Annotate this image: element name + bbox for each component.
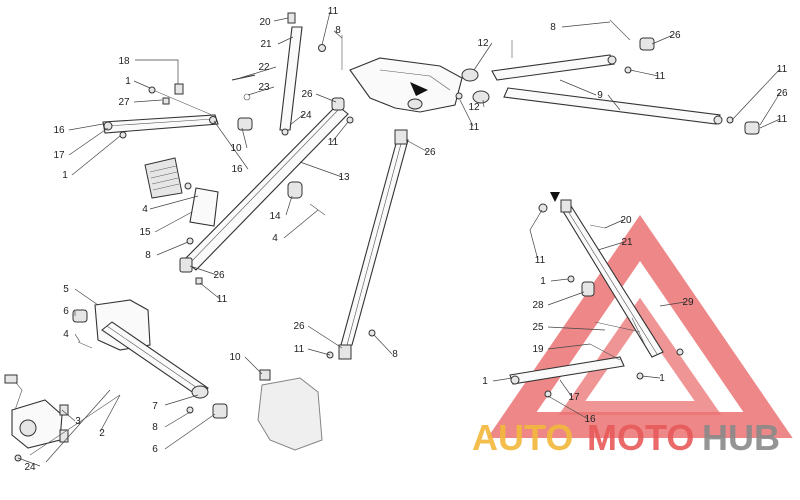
callout-number: 17: [53, 150, 65, 161]
callout-number: 11: [469, 122, 480, 133]
callout-number: 1: [659, 373, 665, 384]
callout-number: 23: [258, 82, 270, 93]
callout-labels: 2011821222324261812716171101611134158144…: [24, 6, 788, 473]
callout-number: 18: [118, 56, 130, 67]
callout-number: 4: [272, 233, 278, 244]
watermark-moto: MOTO: [587, 417, 694, 458]
callout-number: 8: [550, 22, 556, 33]
callout-number: 24: [300, 110, 312, 121]
upper-left-bracket: [102, 83, 253, 139]
callout-number: 6: [152, 444, 158, 455]
callout-number: 11: [328, 137, 339, 148]
watermark-auto: AUTO: [472, 417, 573, 458]
callout-number: 1: [62, 170, 68, 181]
callout-number: 3: [75, 416, 81, 427]
actuator-motor: [4, 374, 121, 462]
callout-number: 4: [63, 329, 69, 340]
callout-number: 2: [99, 428, 105, 439]
pin-22: [231, 74, 256, 101]
callout-number: 16: [231, 164, 243, 175]
callout-number: 26: [213, 270, 225, 281]
callout-number: 12: [477, 38, 489, 49]
callout-number: 26: [669, 30, 681, 41]
callout-number: 8: [152, 422, 158, 433]
tube-vertical: [326, 129, 409, 360]
callout-number: 26: [301, 89, 313, 100]
callout-number: 11: [217, 294, 228, 305]
bar-21-lower: [538, 192, 684, 380]
callout-number: 24: [24, 462, 36, 473]
callout-number: 13: [338, 172, 350, 183]
callout-number: 10: [230, 143, 242, 154]
callout-number: 11: [328, 6, 339, 17]
leader-lines: [17, 11, 781, 467]
callout-number: 16: [584, 414, 596, 425]
electrical-box: [144, 157, 219, 245]
callout-number: 26: [776, 88, 788, 99]
callout-number: 15: [139, 227, 151, 238]
callout-number: 8: [392, 349, 398, 360]
callout-number: 19: [532, 344, 544, 355]
callout-number: 21: [260, 39, 272, 50]
watermark-hub: HUB: [702, 417, 780, 458]
callout-number: 11: [655, 71, 666, 82]
callout-number: 11: [777, 114, 788, 125]
callout-number: 10: [229, 352, 241, 363]
lower-crossmember: [72, 299, 209, 399]
callout-number: 11: [294, 344, 305, 355]
callout-number: 14: [269, 211, 281, 222]
callout-number: 8: [335, 25, 341, 36]
callout-number: 21: [621, 237, 633, 248]
callout-number: 17: [568, 392, 580, 403]
callout-number: 28: [532, 300, 544, 311]
callout-number: 11: [535, 255, 546, 266]
callout-number: 11: [777, 64, 788, 75]
tube-13: [179, 97, 354, 285]
lower-right-bracket: [509, 343, 625, 398]
callout-number: 4: [142, 204, 148, 215]
callout-number: 20: [259, 17, 271, 28]
callout-number: 29: [682, 297, 694, 308]
callout-number: 1: [482, 376, 488, 387]
callout-number: 20: [620, 215, 632, 226]
callout-number: 27: [118, 97, 130, 108]
callout-number: 7: [152, 401, 158, 412]
callout-number: 1: [540, 276, 546, 287]
callout-number: 6: [63, 306, 69, 317]
callout-number: 5: [63, 284, 69, 295]
callout-number: 22: [258, 62, 270, 73]
callout-number: 1: [125, 76, 131, 87]
clamp-14: [287, 181, 326, 216]
callout-number: 16: [53, 125, 65, 136]
callout-number: 26: [293, 321, 305, 332]
steering-mount: [349, 57, 463, 113]
callout-number: 26: [424, 147, 436, 158]
watermark-text: AUTO MOTO HUB: [472, 417, 780, 458]
frame-section: [186, 369, 323, 451]
callout-number: 12: [468, 102, 480, 113]
tube-9: [455, 19, 760, 135]
callout-number: 8: [145, 250, 151, 261]
callout-number: 25: [532, 322, 544, 333]
callout-number: 9: [597, 90, 603, 101]
